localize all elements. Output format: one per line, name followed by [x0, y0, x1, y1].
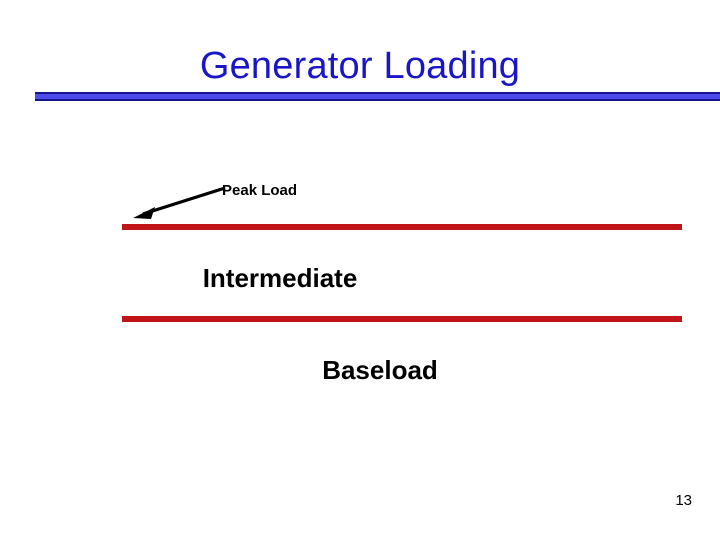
peak-load-divider-line	[122, 224, 682, 230]
intermediate-band-label: Intermediate	[202, 263, 358, 293]
page-title: Generator Loading	[199, 45, 521, 87]
baseload-band-label: Baseload	[322, 355, 438, 385]
intermediate-divider-line	[122, 316, 682, 322]
title-divider-rule	[35, 92, 720, 101]
peak-load-callout-label: Peak Load	[222, 182, 298, 199]
arrow-left-down-icon	[133, 186, 226, 219]
page-number: 13	[675, 492, 692, 509]
